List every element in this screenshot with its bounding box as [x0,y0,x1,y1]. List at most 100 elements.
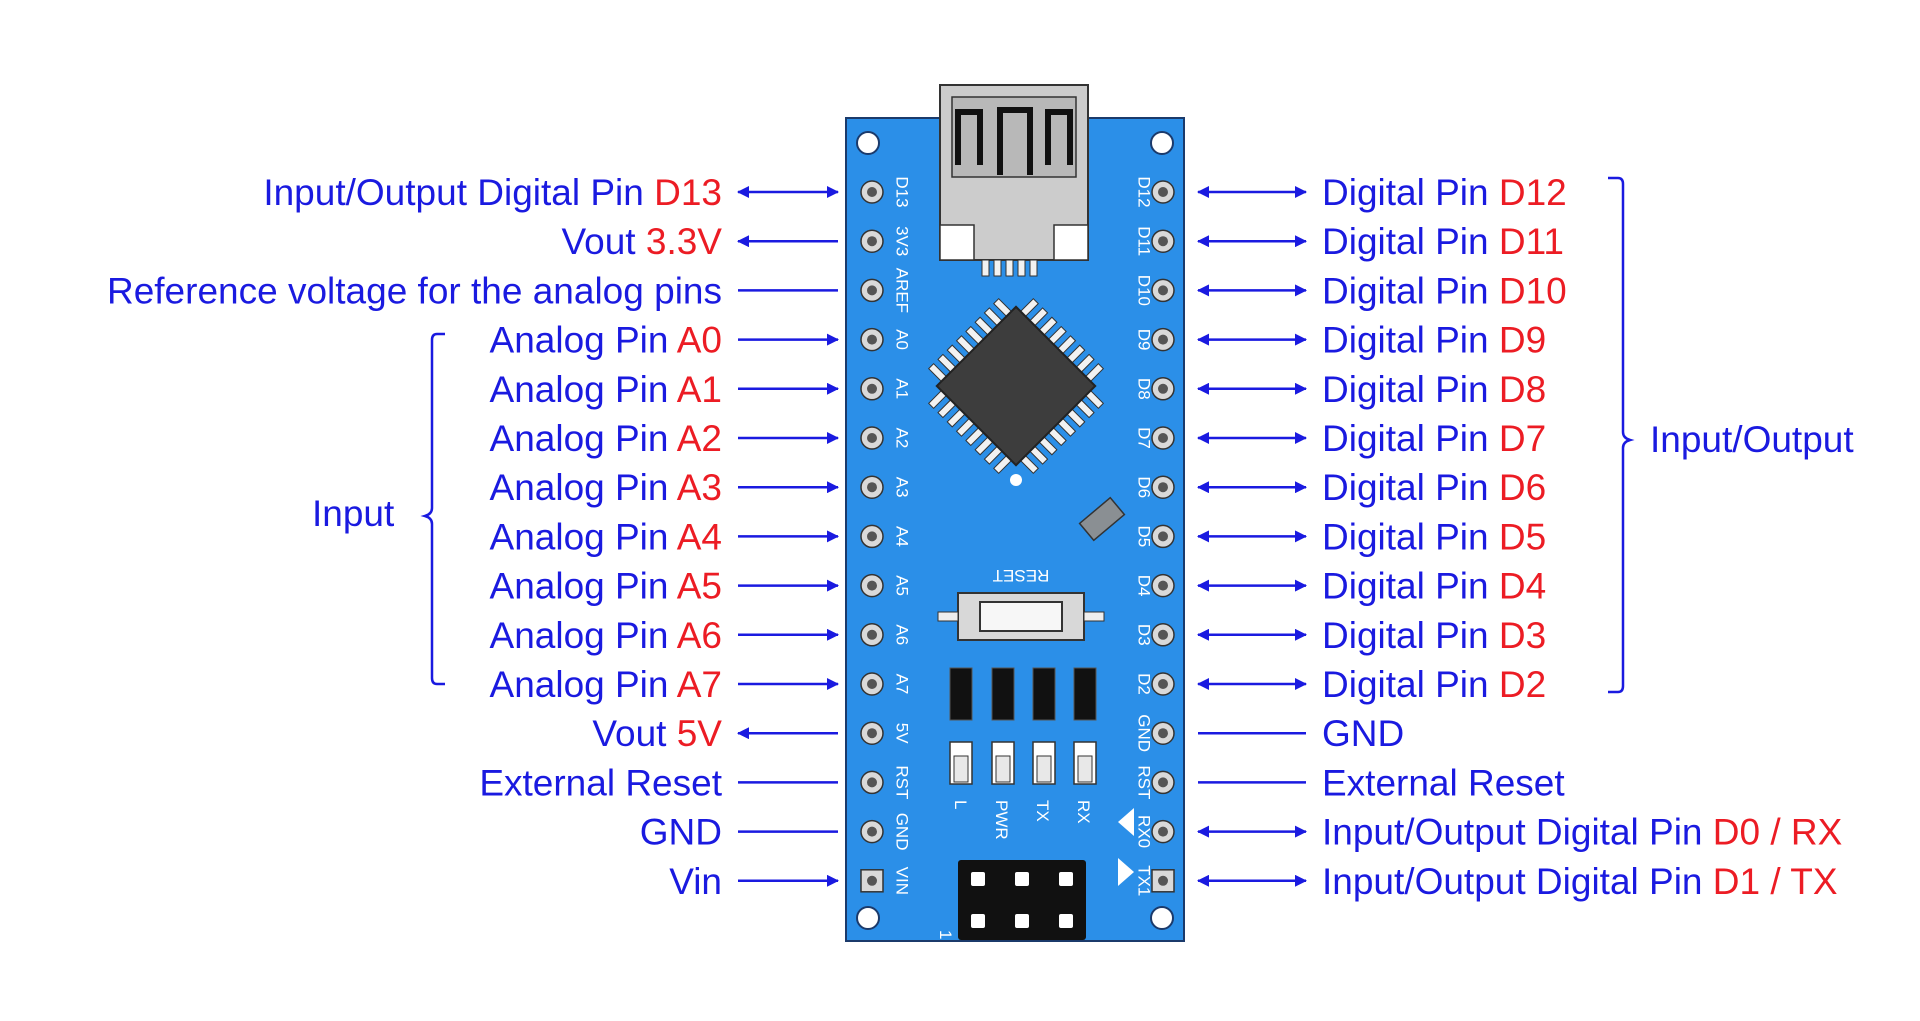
left-pin-pad-hole [867,875,877,886]
left-pin-label-text: Analog Pin [490,664,677,705]
right-pin-silk: D4 [1135,575,1154,597]
right-pin-label-text: Digital Pin [1322,516,1499,557]
left-pin-silk: A6 [893,624,912,645]
right-pin-pad-hole [1158,482,1168,493]
left-pin-pad-hole [867,629,877,640]
right-pin-label-highlight: D4 [1499,566,1546,607]
icsp-pin [1015,872,1029,886]
mounting-hole [856,131,880,155]
right-pin-label: Digital Pin D7 [1322,418,1546,459]
left-pin-pad-hole [867,334,877,345]
left-pin-silk: A0 [893,329,912,350]
right-pin-silk: D6 [1135,476,1154,498]
right-pin-label-highlight: D8 [1499,369,1546,410]
board: RESET L PWR [845,84,1185,942]
rx-arrow-mark [1118,808,1134,836]
left-pin-label-text: Analog Pin [490,516,677,557]
input-group-label: Input [312,493,395,534]
right-pin-label: Digital Pin D3 [1322,615,1546,656]
right-pin-label-text: Digital Pin [1322,615,1499,656]
left-pin-silk: A2 [893,428,912,449]
microcontroller-chip [927,297,1105,486]
right-pin-label: Digital Pin D5 [1322,516,1546,557]
right-pin-label-highlight: D0 / RX [1713,812,1843,853]
left-pin-label-text: Analog Pin [490,615,677,656]
right-pin-silk: D11 [1135,226,1154,256]
right-pin-label-highlight: D11 [1499,221,1564,262]
icsp-pin [971,914,985,928]
right-pin-silk: RX0 [1135,815,1154,848]
left-pin-pad-hole [867,826,877,837]
right-pin-label-text: GND [1322,713,1404,754]
left-pin-silk: A5 [893,575,912,596]
right-pin-pad-hole [1158,679,1168,689]
led-label-tx: TX [1033,800,1052,822]
right-pin-label: Digital Pin D11 [1322,221,1564,262]
right-pin-label: Digital Pin D4 [1322,566,1546,607]
right-pin-silk: D9 [1135,329,1154,351]
mounting-hole [856,906,880,930]
reset-button[interactable] [937,592,1105,641]
right-pin-silk: D10 [1135,275,1154,306]
left-pin-pad-hole [867,777,877,788]
right-pin-silk: TX1 [1135,865,1154,896]
mounting-hole [1150,131,1174,155]
left-pin-label-text: Vout [592,713,676,754]
right-pin-label: Digital Pin D12 [1322,172,1567,213]
left-pin-label: Analog Pin A3 [490,467,722,508]
right-pin-silk: D8 [1135,378,1154,400]
right-pin-silk: GND [1135,714,1154,752]
left-pin-pad-hole [867,679,877,689]
right-pin-pad-hole [1158,285,1168,296]
right-pin-label: Digital Pin D10 [1322,270,1567,311]
left-pin-silk: A7 [893,674,912,695]
tx-arrow-mark [1118,858,1134,886]
right-pin-label-text: Digital Pin [1322,270,1499,311]
right-pin-label-text: Digital Pin [1322,467,1499,508]
left-pin-label-text: Analog Pin [490,320,677,361]
left-pin-silk: RST [893,765,912,799]
left-pin-label-text: GND [640,812,722,853]
right-pin-pad-hole [1158,334,1168,345]
left-pin-label-highlight: A7 [677,664,722,705]
right-pin-label: Digital Pin D8 [1322,369,1546,410]
right-pin-silk: D5 [1135,526,1154,548]
left-pin-label: Analog Pin A7 [490,664,722,705]
right-pin-pad-hole [1158,728,1168,739]
right-pin-label-highlight: D10 [1499,270,1567,311]
led-label-rx: RX [1074,800,1093,824]
left-pin-silk: 3V3 [893,226,912,256]
right-pin-pad-hole [1158,187,1168,197]
right-pin-label-highlight: D5 [1499,516,1546,557]
right-pin-pad-hole [1158,433,1168,443]
left-pin-pad-hole [867,433,877,443]
right-pin-label-highlight: D2 [1499,664,1546,705]
right-pin-label-highlight: D7 [1499,418,1546,459]
left-pin-label: Vout 3.3V [562,221,723,262]
crystal [1078,496,1126,542]
left-pin-label: Analog Pin A2 [490,418,722,459]
left-pin-pad-hole [867,236,877,247]
left-pin-label-text: Analog Pin [490,566,677,607]
left-pin-silk: AREF [893,268,912,313]
left-pin-pad-hole [867,285,877,296]
io-group-label: Input/Output [1650,419,1854,460]
right-pin-label-text: Digital Pin [1322,369,1499,410]
left-pin-label-highlight: A0 [677,320,722,361]
right-pin-silk: D7 [1135,427,1154,449]
left-pin-silk: A3 [893,477,912,498]
left-pin-label: Vout 5V [592,713,722,754]
right-pin-pad-hole [1158,236,1168,247]
left-pin-label-text: External Reset [479,762,722,803]
right-pin-label: Input/Output Digital Pin D1 / TX [1322,861,1838,902]
left-pin-label: External Reset [479,762,722,803]
left-pin-pad-hole [867,728,877,739]
left-pin-label-text: Vin [669,861,722,902]
left-pin-label: Analog Pin A5 [490,566,722,607]
left-pin-label-highlight: A5 [677,566,722,607]
left-pin-label-highlight: 5V [677,713,723,754]
left-pin-label-text: Analog Pin [490,467,677,508]
